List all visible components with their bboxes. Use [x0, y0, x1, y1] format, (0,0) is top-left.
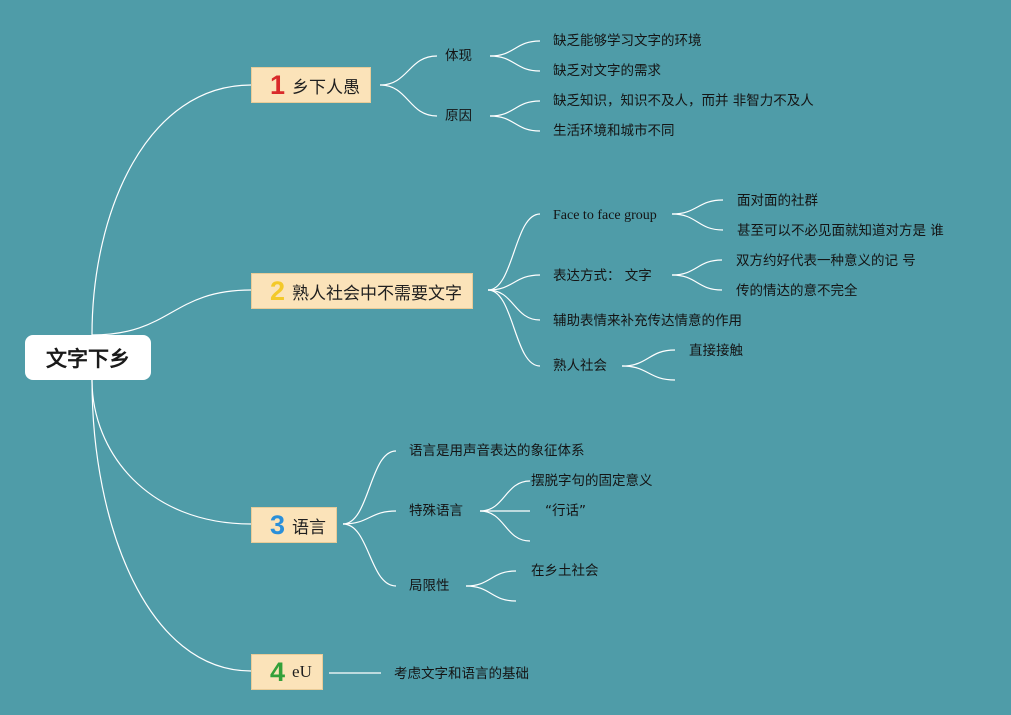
link-root-b1: [91, 84, 252, 336]
b4-child-foundation[interactable]: 考虑文字和语言的基础: [394, 666, 529, 682]
branch-1-number: 1: [270, 69, 286, 100]
b3-child-limitation[interactable]: 局限性: [409, 578, 450, 594]
link-b2-face: [487, 213, 541, 291]
branch-3-label: 语言: [292, 517, 327, 538]
branch-2-node[interactable]: 2 熟人社会中不需要文字: [251, 273, 474, 309]
b2-face-leaf-2[interactable]: 甚至可以不必见面就知道对方是 谁: [737, 223, 944, 239]
b1-child-yuanyin[interactable]: 原因: [445, 108, 472, 124]
b1-tixian-leaf-1[interactable]: 缺乏能够学习文字的环境: [553, 33, 702, 49]
b2-child-expression[interactable]: 表达方式： 文字: [553, 268, 652, 284]
b3-special-leaf-1[interactable]: 摆脱字句的固定意义: [531, 473, 653, 489]
link-face-l2: [671, 213, 724, 231]
branch-4-node[interactable]: 4 eU: [251, 654, 323, 690]
link-b2-expression: [487, 274, 541, 291]
link-yuanyin-l2: [489, 115, 541, 132]
link-yuanyin-l1: [489, 100, 541, 117]
link-shuren-l2: [621, 365, 676, 381]
link-expression-l1: [671, 259, 723, 276]
link-b1-tixian: [379, 55, 438, 86]
link-limitation-l2: [465, 585, 517, 602]
b3-special-leaf-2[interactable]: “行话”: [545, 503, 586, 519]
b2-expression-leaf-1[interactable]: 双方约好代表一种意义的记 号: [736, 253, 916, 269]
b2-expression-leaf-2[interactable]: 传的情达的意不完全: [736, 283, 858, 299]
branch-4-label: eU: [292, 662, 312, 681]
link-b3-special: [342, 510, 397, 525]
b2-child-face-to-face[interactable]: Face to face group: [553, 208, 657, 223]
b3-child-symbol-system[interactable]: 语言是用声音表达的象征体系: [409, 443, 585, 459]
link-expression-l2: [671, 274, 723, 291]
branch-1-node[interactable]: 1 乡下人愚: [251, 67, 372, 103]
link-root-b3: [91, 379, 252, 525]
link-b1-yuanyin: [379, 84, 438, 117]
b1-tixian-leaf-2[interactable]: 缺乏对文字的需求: [553, 63, 661, 79]
b2-child-auxiliary[interactable]: 辅助表情来补充传达情意的作用: [553, 313, 742, 329]
link-tixian-l1: [489, 40, 541, 57]
link-root-b2: [91, 289, 252, 336]
b3-limitation-leaf-1[interactable]: 在乡土社会: [531, 563, 599, 579]
b3-child-special-language[interactable]: 特殊语言: [409, 503, 463, 519]
b2-shuren-leaf-1[interactable]: 直接接触: [689, 343, 743, 359]
branch-4-number: 4: [270, 656, 286, 687]
branch-2-label: 熟人社会中不需要文字: [292, 283, 463, 304]
branch-3-number: 3: [270, 509, 286, 540]
b1-yuanyin-leaf-2[interactable]: 生活环境和城市不同: [553, 123, 675, 139]
link-b3-symbol: [342, 450, 397, 525]
branch-3-node[interactable]: 3 语言: [251, 507, 338, 543]
link-tixian-l2: [489, 55, 541, 72]
root-node[interactable]: 文字下乡: [25, 335, 151, 380]
link-face-l1: [671, 199, 724, 215]
branch-1-label: 乡下人愚: [292, 77, 361, 98]
b1-child-tixian[interactable]: 体现: [445, 48, 472, 64]
link-special-l1: [479, 480, 531, 512]
link-shuren-l1: [621, 349, 676, 367]
link-b2-auxiliary: [487, 289, 541, 321]
link-root-b4: [91, 379, 252, 672]
link-b3-limitation: [342, 523, 397, 587]
link-b2-shuren: [487, 289, 541, 367]
b2-child-shuren[interactable]: 熟人社会: [553, 358, 607, 374]
branch-2-number: 2: [270, 275, 286, 306]
link-special-l3: [479, 510, 531, 542]
b1-yuanyin-leaf-1[interactable]: 缺乏知识，知识不及人，而并 非智力不及人: [553, 93, 814, 109]
b2-face-leaf-1[interactable]: 面对面的社群: [737, 193, 818, 209]
link-limitation-l1: [465, 570, 517, 587]
